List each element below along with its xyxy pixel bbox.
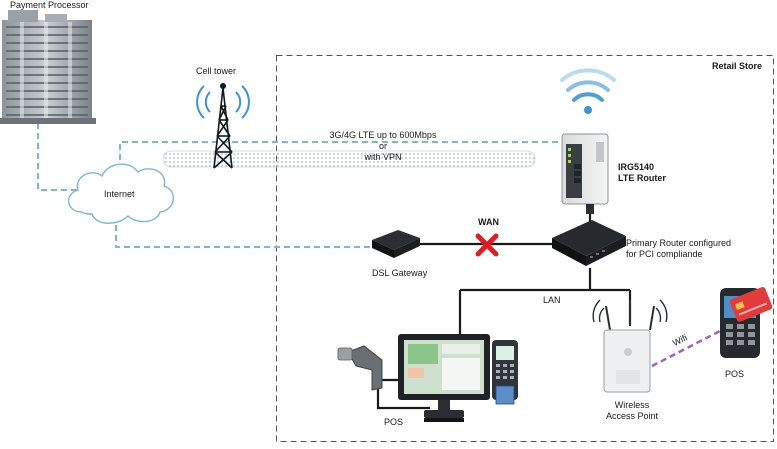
pos-left-label: POS — [384, 417, 404, 427]
pos-terminal-icon — [398, 334, 490, 422]
lte-router-line-2: LTE Router — [618, 173, 666, 183]
wan-label: WAN — [478, 217, 499, 227]
barcode-scanner-icon — [337, 345, 383, 391]
handheld-pos-icon — [720, 287, 773, 358]
lte-link-label: 3G/4G LTE up to 600Mbps or with VPN — [298, 130, 468, 163]
cloud-icon — [68, 163, 174, 224]
lte-router-icon — [561, 133, 609, 214]
access-point-line-2: Access Point — [605, 411, 659, 421]
internet-label: Internet — [104, 189, 135, 199]
retail-store-boundary — [276, 55, 774, 442]
primary-router-line-2: for PCI compliande — [626, 249, 703, 259]
access-point-label: Wireless Access Point — [596, 400, 668, 422]
lte-line-1: 3G/4G LTE up to 600Mbps — [329, 130, 437, 140]
primary-router-line-1: Primary Router configured — [626, 238, 732, 248]
retail-store-label: Retail Store — [712, 61, 763, 71]
lan-label: LAN — [543, 295, 561, 305]
payment-processor-label: Payment Processor — [10, 0, 89, 10]
dsl-gateway-label: DSL Gateway — [372, 268, 428, 278]
cell-tower-icon — [196, 83, 250, 169]
card-reader-icon — [492, 340, 518, 405]
dashed-links — [37, 123, 560, 248]
access-point-line-1: Wireless — [614, 400, 650, 410]
cell-tower-label: Cell tower — [196, 66, 237, 76]
primary-router-label: Primary Router configured for PCI compli… — [626, 238, 731, 260]
lte-link-band — [162, 150, 536, 168]
lte-line-3: with VPN — [364, 152, 402, 162]
primary-router-icon — [552, 220, 626, 266]
lte-line-2: or — [378, 141, 387, 151]
lte-router-label: IRG5140 LTE Router — [618, 162, 666, 184]
building-icon — [0, 10, 96, 124]
wifi-link — [651, 328, 723, 368]
failure-x-icon — [475, 233, 499, 257]
lte-router-line-1: IRG5140 — [618, 162, 655, 172]
access-point-icon — [592, 299, 668, 393]
dsl-gateway-icon — [372, 230, 420, 258]
router-signal-icon — [560, 68, 616, 114]
pos-right-label: POS — [725, 369, 745, 379]
